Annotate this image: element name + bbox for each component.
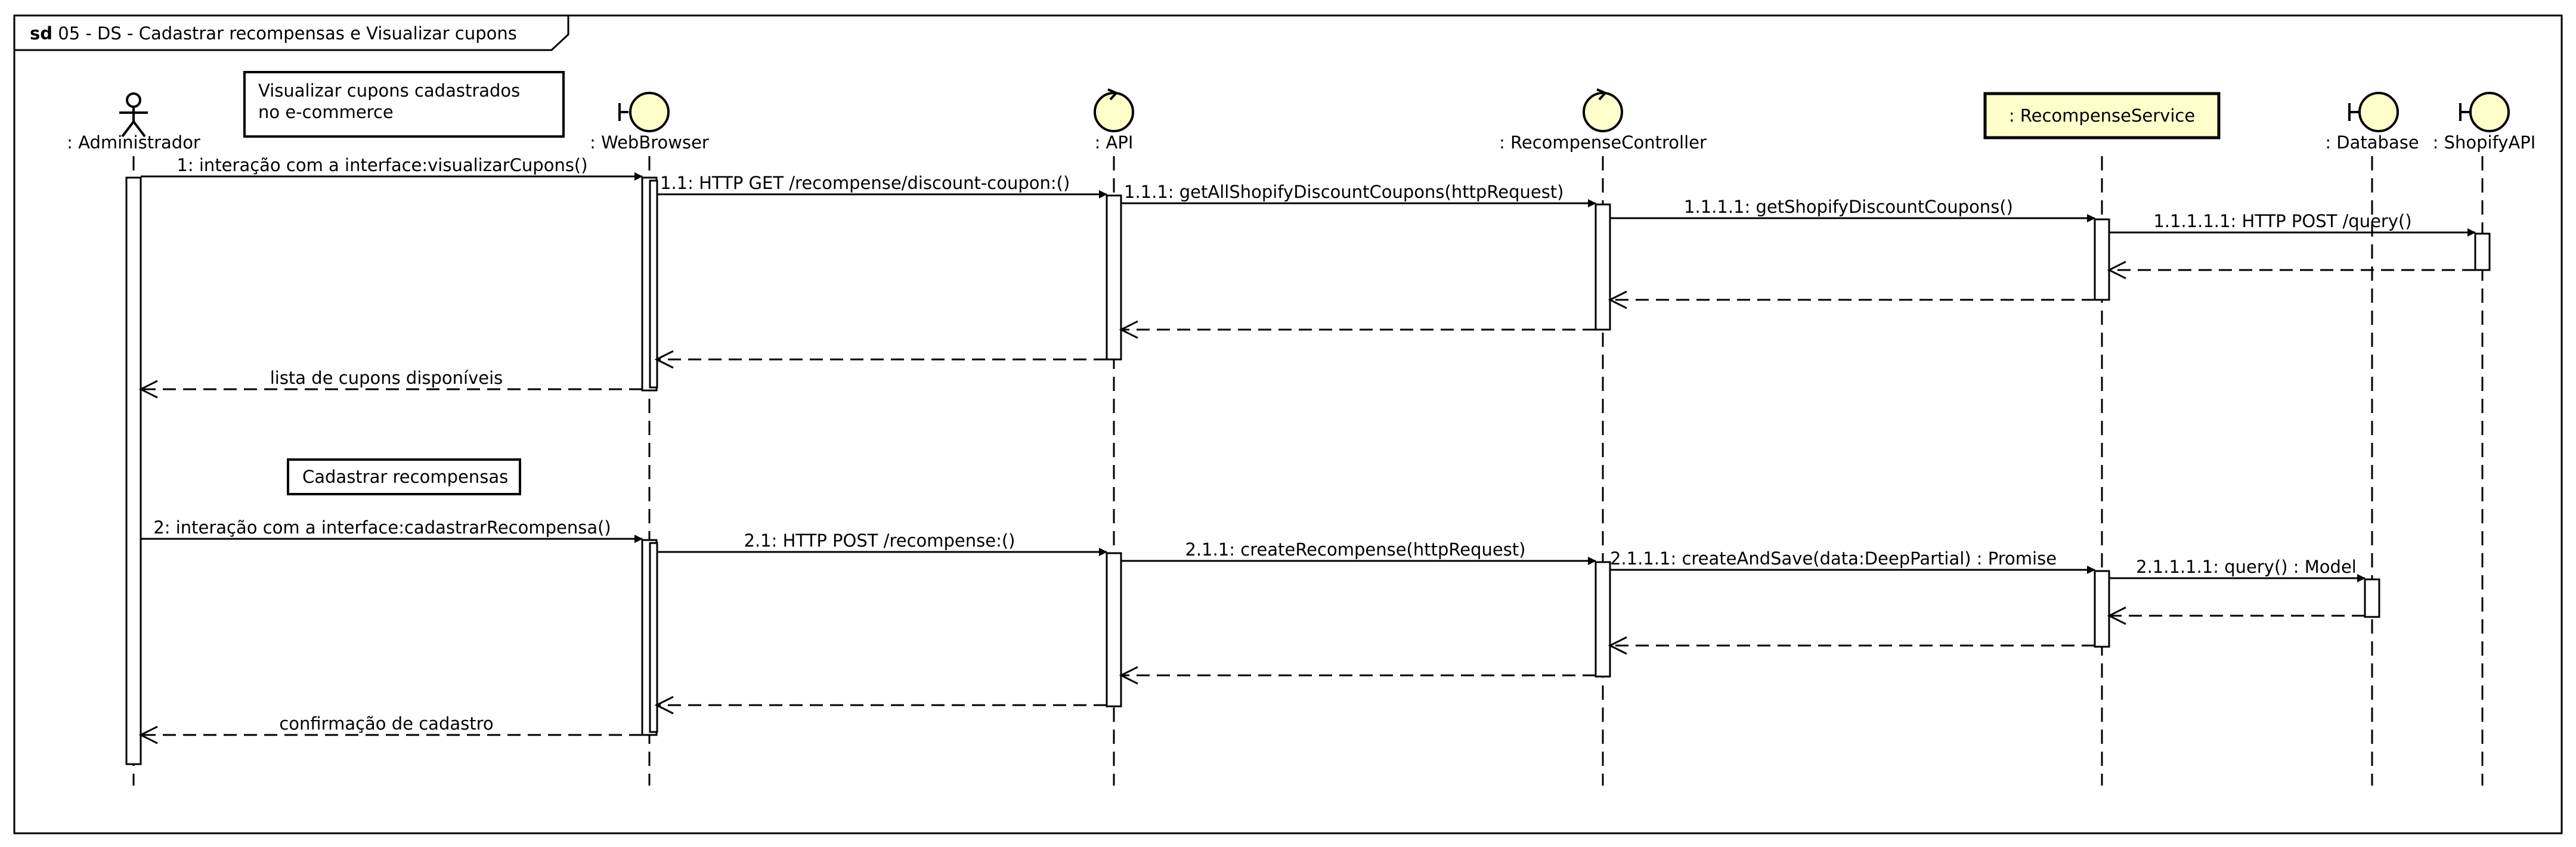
note-line: Cadastrar recompensas [302, 467, 508, 487]
message-call: 1.1: HTTP GET /recompense/discount-coupo… [657, 173, 1107, 198]
participant-administrador: : Administrador [67, 92, 200, 153]
message-call: 1: interação com a interface:visualizarC… [141, 155, 643, 181]
message-return [1119, 320, 1596, 339]
message-label: 2.1.1.1: createAndSave(data:DeepPartial)… [1610, 548, 2057, 569]
participant-label: : RecompenseService [2009, 106, 2195, 126]
message-label: lista de cupons disponíveis [270, 368, 503, 388]
control-icon [1583, 88, 1623, 132]
message-label: 1: interação com a interface:visualizarC… [177, 155, 587, 175]
activation-bar [125, 176, 142, 765]
message-call: 2.1: HTTP POST /recompense:() [657, 530, 1107, 556]
participant-api: : API [1094, 88, 1134, 153]
activation-bar [649, 179, 658, 389]
open-arrowhead [138, 380, 158, 399]
activation-bar [649, 542, 658, 733]
message-label: 1.1.1: getAllShopifyDiscountCoupons(http… [1124, 182, 1564, 202]
message-label: 2: interação com a interface:cadastrarRe… [153, 517, 611, 538]
actor-icon [119, 92, 148, 138]
message-return [1119, 666, 1596, 685]
boundary-icon [618, 92, 670, 132]
participant-label: : API [1095, 132, 1134, 153]
activation-bar [1106, 194, 1122, 361]
message-label: 1.1: HTTP GET /recompense/discount-coupo… [660, 173, 1070, 193]
message-call: 1.1.1.1.1: HTTP POST /query() [2109, 211, 2476, 237]
open-arrowhead [1608, 290, 1627, 309]
open-arrowhead [2107, 260, 2126, 280]
message-return [654, 696, 1107, 715]
message-return [2107, 606, 2365, 625]
activation-bar [2474, 232, 2491, 271]
participant-database: : Database [2325, 92, 2419, 153]
boundary-icon [2348, 92, 2399, 132]
activation-bar [1594, 561, 1611, 678]
message-label: 2.1.1.1.1: query() : Model [2136, 557, 2357, 577]
message-return [2107, 260, 2475, 280]
message-call: 1.1.1.1: getShopifyDiscountCoupons() [1610, 197, 2095, 222]
note-line: no e-commerce [258, 102, 394, 122]
frame-keyword: sd [30, 23, 52, 44]
message-label: 2.1: HTTP POST /recompense:() [744, 530, 1015, 551]
message-label: 1.1.1.1.1: HTTP POST /query() [2153, 211, 2411, 231]
participant-label: : Administrador [67, 132, 200, 153]
message-call: 2: interação com a interface:cadastrarRe… [141, 517, 643, 543]
participant-label: : RecompenseController [1499, 132, 1707, 153]
open-arrowhead [654, 696, 674, 715]
participant-shopifyapi: : ShopifyAPI [2433, 92, 2536, 153]
activation-bar [2094, 218, 2110, 301]
open-arrowhead [654, 350, 674, 369]
participant-webbrowser: : WebBrowser [590, 92, 709, 153]
boundary-icon [2459, 92, 2510, 132]
participant-label: : WebBrowser [590, 132, 709, 153]
note-visualizar: Visualizar cupons cadastrados no e-comme… [243, 71, 565, 138]
activation-bar [1594, 203, 1611, 331]
participant-label: : Database [2325, 132, 2419, 153]
diagram-frame: sd 05 - DS - Cadastrar recompensas e Vis… [13, 14, 2563, 834]
message-label: 1.1.1.1: getShopifyDiscountCoupons() [1684, 197, 2013, 217]
participant-label: : ShopifyAPI [2433, 132, 2536, 153]
open-arrowhead [1608, 636, 1627, 655]
message-label: 2.1.1: createRecompense(httpRequest) [1185, 539, 1526, 560]
control-icon [1094, 88, 1134, 132]
message-return [654, 350, 1107, 369]
participant-recompensecontroller: : RecompenseController [1499, 88, 1707, 153]
message-return: confirmação de cadastro [138, 713, 642, 744]
message-call: 1.1.1: getAllShopifyDiscountCoupons(http… [1121, 182, 1596, 207]
message-call: 2.1.1.1: createAndSave(data:DeepPartial)… [1610, 548, 2095, 574]
class-box [1983, 92, 2221, 139]
frame-title: sd 05 - DS - Cadastrar recompensas e Vis… [30, 23, 517, 44]
messages: 1: interação com a interface:visualizarC… [138, 155, 2476, 744]
message-return [1608, 290, 2095, 309]
message-call: 2.1.1: createRecompense(httpRequest) [1121, 539, 1596, 565]
activation-bar [1106, 552, 1122, 708]
message-label: confirmação de cadastro [279, 713, 493, 734]
participant-recompenseservice: : RecompenseService [1983, 92, 2221, 139]
frame-name: 05 - DS - Cadastrar recompensas e Visual… [52, 23, 517, 44]
note-cadastrar: Cadastrar recompensas [287, 458, 521, 495]
activation-bar [2364, 578, 2380, 618]
message-return [1608, 636, 2095, 655]
open-arrowhead [138, 725, 158, 744]
activation-bar [2094, 570, 2110, 648]
open-arrowhead [1119, 666, 1138, 685]
message-call: 2.1.1.1.1: query() : Model [2109, 557, 2366, 582]
open-arrowhead [2107, 606, 2126, 625]
open-arrowhead [1119, 320, 1138, 339]
note-line: Visualizar cupons cadastrados [258, 80, 520, 101]
activation-bars [125, 176, 2491, 765]
message-return: lista de cupons disponíveis [138, 368, 642, 399]
